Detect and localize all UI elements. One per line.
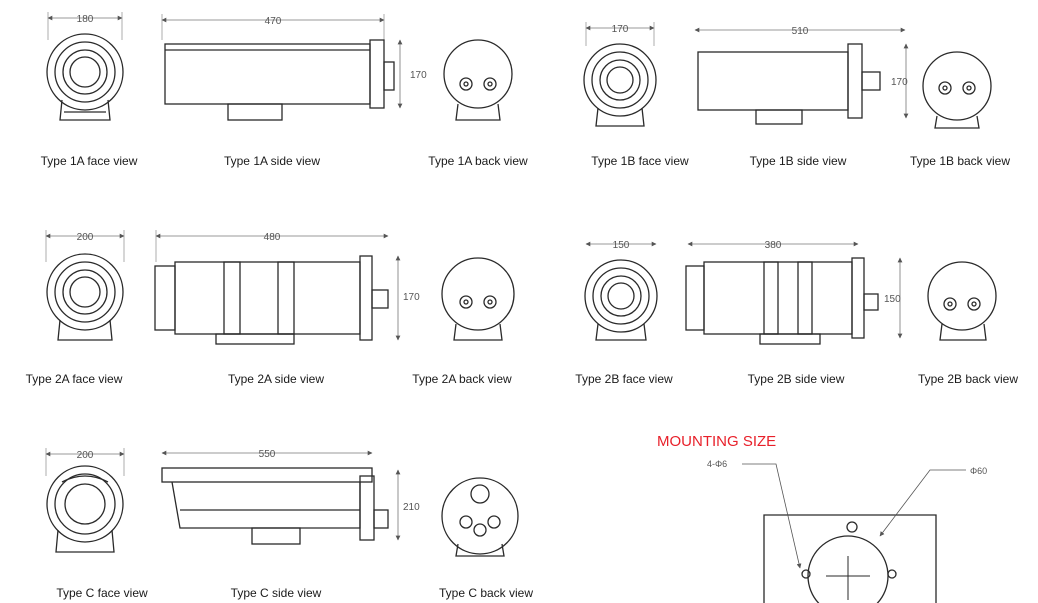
caption-type-1a-face: Type 1A face view <box>40 154 138 168</box>
caption-type-1a-side: Type 1A side view <box>223 154 321 168</box>
caption-type-c-face: Type C face view <box>56 586 148 600</box>
type-2b-back-view <box>927 261 997 341</box>
caption-type-c-back: Type C back view <box>438 586 534 600</box>
type-2a-back-view <box>441 257 515 341</box>
type-c-side-view: 550 210 <box>161 449 420 545</box>
type-2a-face-view: 200 <box>45 230 125 341</box>
mounting-size-title: MOUNTING SIZE <box>657 433 777 450</box>
type-1b-side-height-dim: 170 <box>891 77 908 88</box>
caption-type-c-side: Type C side view <box>230 586 322 600</box>
type-2b-face-width-dim: 150 <box>613 240 630 251</box>
caption-type-1b-side: Type 1B side view <box>749 154 847 168</box>
type-2a-side-length-dim: 480 <box>264 232 281 243</box>
type-1b-back-view <box>922 51 992 129</box>
caption-type-2a-back: Type 2A back view <box>412 372 512 386</box>
caption-type-1a-back: Type 1A back view <box>428 154 528 168</box>
caption-type-2a-side: Type 2A side view <box>227 372 325 386</box>
type-c-side-length-dim: 550 <box>259 449 276 460</box>
type-1a-side-view: 470 170 <box>161 14 427 121</box>
type-2b-side-height-dim: 150 <box>884 294 901 305</box>
type-2a-side-view: 480 170 <box>154 230 420 345</box>
type-1a-side-length-dim: 470 <box>265 16 282 27</box>
type-1b-face-width-dim: 170 <box>612 24 629 35</box>
caption-type-1b-face: Type 1B face view <box>591 154 689 168</box>
type-1a-back-view <box>443 39 513 121</box>
type-1b-side-length-dim: 510 <box>792 26 809 37</box>
caption-type-2a-face: Type 2A face view <box>25 372 123 386</box>
type-c-face-view: 200 <box>45 448 125 553</box>
caption-type-2b-side: Type 2B side view <box>747 372 845 386</box>
type-c-side-height-dim: 210 <box>403 502 420 513</box>
caption-type-1b-back: Type 1B back view <box>909 154 1011 168</box>
type-1a-side-height-dim: 170 <box>410 70 427 81</box>
mounting-hole-label: 4-Φ6 <box>707 459 727 469</box>
caption-type-2b-face: Type 2B face view <box>575 372 673 386</box>
type-2b-side-length-dim: 380 <box>765 240 782 251</box>
type-1b-face-view: 170 <box>583 22 657 127</box>
type-2b-side-view: 380 150 <box>685 240 903 345</box>
mounting-size-drawing: 4-Φ6 Φ60 <box>707 459 987 603</box>
mounting-circle-label: Φ60 <box>970 466 987 476</box>
caption-type-2b-back: Type 2B back view <box>917 372 1019 386</box>
type-1b-side-view: 510 170 <box>694 26 909 125</box>
type-c-back-view <box>441 477 519 557</box>
type-c-face-width-dim: 200 <box>77 450 94 461</box>
type-1a-face-view: 180 <box>46 12 124 121</box>
type-1a-face-width-dim: 180 <box>77 14 94 25</box>
type-2b-face-view: 150 <box>584 240 658 341</box>
type-2a-side-height-dim: 170 <box>403 292 420 303</box>
type-2a-face-width-dim: 200 <box>77 232 94 243</box>
